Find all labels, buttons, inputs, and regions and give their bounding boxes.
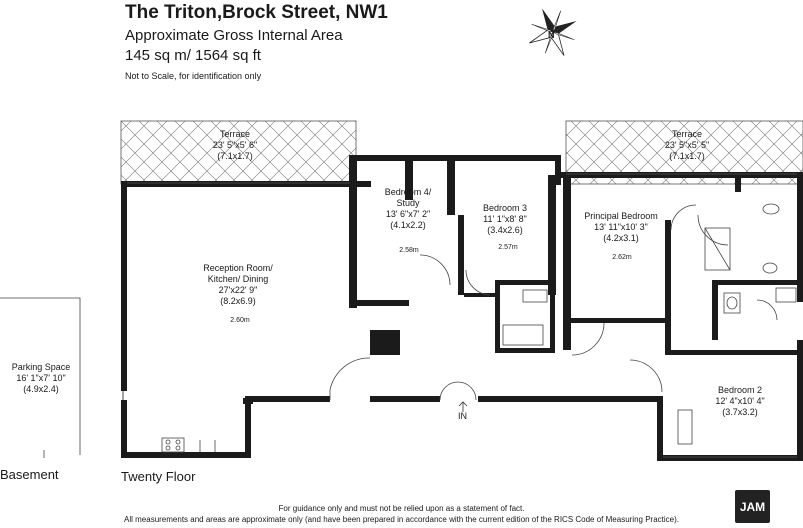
bedroom4-label: Bedroom 4/ Study 13' 6"x7' 2" (4.1x2.2) [384, 187, 432, 230]
walls [121, 155, 803, 461]
terrace-left-label: Terrace 23' 5"x5' 6" (7.1x1.7) [212, 129, 258, 161]
principal-bedroom-label: Principal Bedroom 13' 11"x10' 3" (4.2x3.… [584, 211, 658, 243]
reception-height: 2.60m [230, 317, 250, 324]
bedroom2-label: Bedroom 2 12' 4"x10' 4" (3.7x3.2) [715, 385, 765, 417]
parking-label: Parking Space 16' 1"x7' 10" (4.9x2.4) [11, 362, 71, 394]
twentieth-floor-label: Twenty Floor [121, 469, 196, 484]
property-title: The Triton,Brock Street, NW1 [125, 2, 388, 23]
jam-logo: JAM [735, 490, 770, 523]
parking-space [0, 297, 81, 458]
reception-label: Reception Room/ Kitchen/ Dining 27'x22' … [203, 263, 273, 306]
principal-bedroom-height: 2.62m [612, 254, 632, 261]
terrace-left [120, 120, 357, 185]
terrace-right-label: Terrace 23' 5"x5' 5" (7.1x1.7) [664, 129, 710, 161]
doors [329, 204, 778, 401]
entrance-label: IN [458, 411, 467, 421]
area-subtitle: Approximate Gross Internal Area [125, 27, 343, 44]
entrance-arrow [458, 401, 468, 412]
bedroom3-label: Bedroom 3 11' 1"x8' 8" (3.4x2.6) [482, 203, 528, 235]
basement-label: Basement [0, 467, 59, 482]
footer-guidance: For guidance only and must not be relied… [278, 504, 525, 513]
footer-measurements: All measurements and areas are approxima… [124, 515, 679, 524]
bedroom3-height: 2.57m [498, 244, 518, 251]
area-value: 145 sq m/ 1564 sq ft [125, 47, 261, 64]
compass-north-label: N [548, 30, 555, 40]
compass-icon [529, 8, 577, 56]
windows [122, 173, 797, 458]
scale-note: Not to Scale, for identification only [125, 71, 262, 81]
fixtures [161, 203, 797, 453]
bedroom4-height: 2.58m [399, 247, 419, 254]
